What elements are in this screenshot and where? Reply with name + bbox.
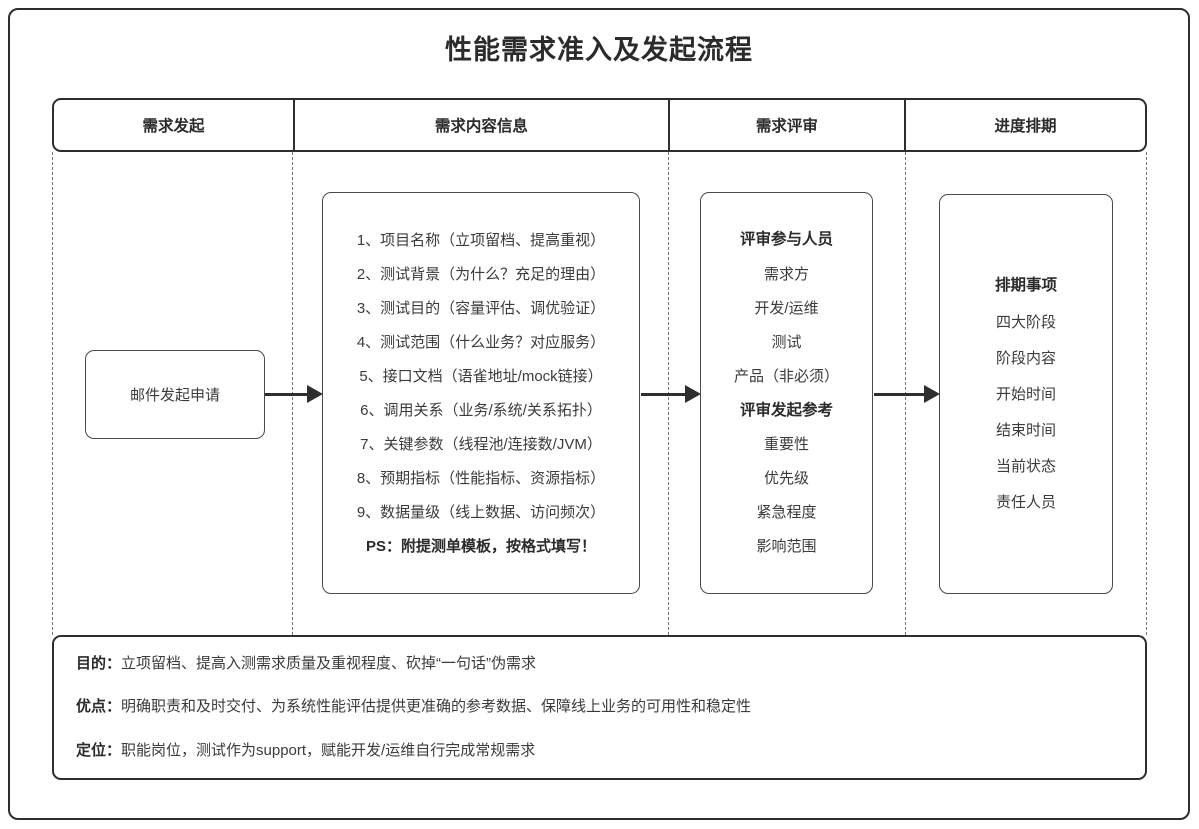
schedule-item: 结束时间 — [995, 421, 1056, 439]
content-item: 2、测试背景（为什么？充足的理由） — [356, 265, 606, 283]
review-group2-item: 优先级 — [763, 470, 809, 487]
review-group2-item: 紧急程度 — [756, 504, 817, 521]
review-group1-item: 产品（非必须） — [733, 367, 839, 385]
review-group1-item: 需求方 — [763, 265, 809, 283]
lane-header-schedule: 进度排期 — [903, 100, 1145, 150]
node-email-request: 邮件发起申请 — [85, 350, 265, 439]
lane-header-requirement-content: 需求内容信息 — [293, 100, 668, 150]
schedule-item: 开始时间 — [995, 385, 1056, 403]
lane-header-requirement-initiation: 需求发起 — [142, 118, 205, 135]
arrow-content-to-review — [641, 385, 701, 403]
arrow-review-to-schedule — [874, 385, 940, 403]
arrow-head-icon — [307, 385, 323, 403]
review-group1-title: 评审参与人员 — [739, 231, 833, 248]
lane-header-row: 需求发起 需求内容信息 需求评审 进度排期 — [52, 98, 1147, 152]
content-item: 4、测试范围（什么业务？对应服务） — [356, 333, 606, 351]
content-item: 7、关键参数（线程池/连接数/JVM） — [360, 435, 602, 453]
footer-row-advantages: 优点：明确职责和及时交付、为系统性能评估提供更准确的参考数据、保障线上业务的可用… — [76, 699, 1123, 716]
schedule-item: 四大阶段 — [995, 313, 1056, 331]
arrow-initiation-to-content — [265, 385, 323, 403]
schedule-item: 阶段内容 — [995, 349, 1056, 367]
footer-text-advantages: 明确职责和及时交付、为系统性能评估提供更准确的参考数据、保障线上业务的可用性和稳… — [121, 698, 752, 716]
arrow-shaft — [874, 392, 925, 396]
review-group2-title: 评审发起参考 — [739, 401, 833, 419]
content-item: 5、接口文档（语雀地址/mock链接） — [359, 367, 603, 385]
content-note: PS：附提测单模板，按格式填写！ — [365, 537, 596, 555]
footer-text-purpose: 立项留档、提高入测需求质量及重视程度、砍掉“一句话”伪需求 — [121, 655, 537, 672]
footer-row-positioning: 定位：职能岗位，测试作为support，赋能开发/运维自行完成常规需求 — [76, 741, 1123, 760]
review-group2-item: 影响范围 — [756, 538, 817, 555]
arrow-head-icon — [685, 385, 701, 403]
review-group1-item: 测试 — [771, 333, 802, 351]
content-item: 6、调用关系（业务/系统/关系拓扑） — [360, 401, 602, 419]
review-group1-item: 开发/运维 — [754, 299, 819, 317]
node-schedule: 排期事项 四大阶段 阶段内容 开始时间 结束时间 当前状态 责任人员 — [939, 194, 1113, 594]
node-requirement-review: 评审参与人员 需求方 开发/运维 测试 产品（非必须） 评审发起参考 重要性 优… — [700, 192, 873, 594]
node-email-request-label: 邮件发起申请 — [129, 387, 220, 404]
content-item: 9、数据量级（线上数据、访问频次） — [356, 503, 606, 521]
schedule-title: 排期事项 — [994, 277, 1057, 295]
content-item: 8、预期指标（性能指标、资源指标） — [356, 469, 606, 487]
lane-divider-left — [52, 152, 53, 635]
footer-text-positioning: 职能岗位，测试作为support，赋能开发/运维自行完成常规需求 — [121, 741, 536, 759]
content-item: 3、测试目的（容量评估、调优验证） — [356, 299, 606, 317]
footer-label-purpose: 目的： — [76, 655, 122, 672]
arrow-shaft — [265, 392, 308, 396]
lane-divider-right — [1146, 152, 1147, 635]
review-group2-item: 重要性 — [763, 436, 809, 453]
content-item: 1、项目名称（立项留档、提高重视） — [356, 231, 606, 249]
footer-label-positioning: 定位： — [76, 741, 122, 759]
arrow-shaft — [641, 392, 686, 396]
footer-summary-box: 目的：立项留档、提高入测需求质量及重视程度、砍掉“一句话”伪需求 优点：明确职责… — [52, 635, 1147, 780]
outer-frame — [8, 8, 1190, 820]
arrow-head-icon — [924, 385, 940, 403]
schedule-item: 当前状态 — [995, 457, 1056, 475]
footer-label-advantages: 优点： — [76, 698, 122, 716]
schedule-item: 责任人员 — [995, 493, 1056, 511]
node-requirement-content: 1、项目名称（立项留档、提高重视） 2、测试背景（为什么？充足的理由） 3、测试… — [322, 192, 640, 594]
page-title: 性能需求准入及发起流程 — [445, 35, 753, 65]
footer-row-purpose: 目的：立项留档、提高入测需求质量及重视程度、砍掉“一句话”伪需求 — [76, 655, 1123, 673]
lane-header-requirement-review: 需求评审 — [667, 100, 904, 150]
